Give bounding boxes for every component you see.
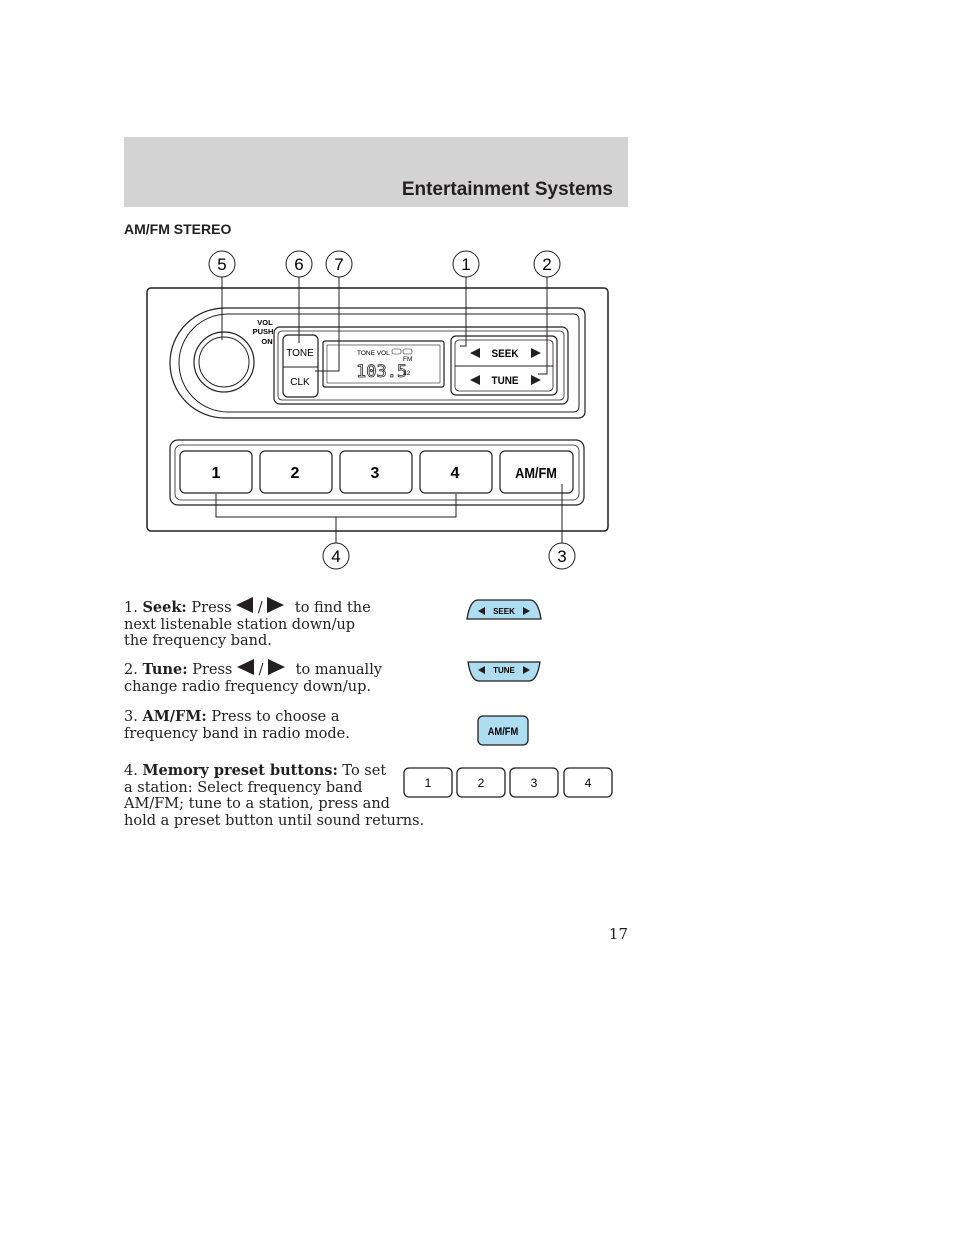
amfm-button-icon xyxy=(477,715,529,746)
tone-button[interactable] xyxy=(282,334,319,398)
volume-knob[interactable] xyxy=(193,331,255,393)
tune-icon-left-arrow xyxy=(478,666,485,674)
tune-icon-right-arrow xyxy=(523,666,530,674)
preset-icon-label-4: 4 xyxy=(585,776,592,790)
seek-icon-right-arrow xyxy=(523,607,530,615)
tune-label: TUNE xyxy=(492,376,519,388)
preset-button-1[interactable] xyxy=(179,450,253,494)
item-amfm-name: AM/FM: xyxy=(142,708,207,725)
seek-icon-left-arrow xyxy=(478,607,485,615)
preset-label-2: 2 xyxy=(291,465,300,482)
section-title: AM/FM STEREO xyxy=(124,221,232,237)
preset-button-2[interactable] xyxy=(259,450,333,494)
tune-left-icon[interactable] xyxy=(470,375,480,385)
callout-label-6: 6 xyxy=(294,255,303,274)
tune-button-icon xyxy=(467,661,541,682)
tone-button-label: TONE xyxy=(286,348,314,359)
preset-icon-4 xyxy=(563,767,613,798)
callout-2 xyxy=(533,250,561,278)
callout-label-7: 7 xyxy=(334,255,343,274)
item-tune: 2. Tune: Press / to manually change radi… xyxy=(124,659,383,695)
preset-label-3: 3 xyxy=(371,465,380,482)
item-tune-name: Tune: xyxy=(142,661,188,678)
callout-label-1: 1 xyxy=(461,255,470,274)
preset-label-1: 1 xyxy=(212,465,221,482)
preset-icon-label-2: 2 xyxy=(478,776,485,790)
item-amfm: 3. AM/FM: Press to choose a frequency ba… xyxy=(124,708,350,742)
callout-label-5: 5 xyxy=(217,255,226,274)
arrow-right-icon xyxy=(268,659,286,675)
seek-right-icon[interactable] xyxy=(531,348,541,358)
preset-label-4: 4 xyxy=(451,465,460,482)
radio-display xyxy=(322,340,445,388)
callout-6 xyxy=(285,250,313,278)
arrow-left-icon xyxy=(236,597,254,613)
seek-icon-label: SEEK xyxy=(493,607,515,616)
header-title: Entertainment Systems xyxy=(401,179,613,200)
arrow-right-icon xyxy=(267,597,285,613)
amfm-icon-label: AM/FM xyxy=(488,726,519,738)
clk-button-label: CLK xyxy=(290,377,310,388)
tune-right-icon[interactable] xyxy=(531,375,541,385)
amfm-label: AM/FM xyxy=(515,464,557,481)
radio-diagram: VOL PUSH ON TONE CLK TONE VOL FM 103.5 1… xyxy=(146,250,609,570)
arrow-left-icon xyxy=(236,659,254,675)
item-presets-name: Memory preset buttons: xyxy=(142,762,338,779)
callout-label-3: 3 xyxy=(557,547,566,566)
amfm-button[interactable] xyxy=(499,450,574,494)
display-indicator: TONE VOL xyxy=(357,350,390,357)
callout-4 xyxy=(322,542,350,570)
callout-label-4: 4 xyxy=(331,547,340,566)
callout-1 xyxy=(452,250,480,278)
preset-icon-label-3: 3 xyxy=(531,776,538,790)
header-band: Entertainment Systems xyxy=(124,137,628,207)
preset-icon-2 xyxy=(456,767,506,798)
seek-label: SEEK xyxy=(492,349,519,361)
callout-label-2: 2 xyxy=(542,255,551,274)
preset-icon-3 xyxy=(509,767,559,798)
knob-label-vol: VOL xyxy=(257,318,273,327)
display-frequency: 103.5 xyxy=(356,362,407,382)
item-seek-name: Seek: xyxy=(142,599,187,616)
tune-icon-label: TUNE xyxy=(493,666,515,675)
preset-icon-1 xyxy=(403,767,453,798)
seek-button-icon xyxy=(466,599,542,620)
preset-button-4[interactable] xyxy=(419,450,493,494)
preset-button-3[interactable] xyxy=(339,450,413,494)
knob-label-push: PUSH xyxy=(253,327,274,336)
callout-5 xyxy=(208,250,236,278)
callout-7 xyxy=(325,250,353,278)
knob-label-on: ON xyxy=(261,337,272,346)
button-illustrations: SEEK TUNE AM/FM 1 2 3 4 xyxy=(403,599,613,798)
item-presets: 4. Memory preset buttons: To set a stati… xyxy=(124,762,425,829)
page-number: 17 xyxy=(608,925,628,943)
display-preset: 12 xyxy=(403,370,411,377)
item-seek: 1. Seek: Press / to find the next listen… xyxy=(124,597,371,649)
callout-3 xyxy=(548,542,576,570)
display-band: FM xyxy=(403,356,412,363)
preset-icon-label-1: 1 xyxy=(425,776,432,790)
seek-left-icon[interactable] xyxy=(470,348,480,358)
